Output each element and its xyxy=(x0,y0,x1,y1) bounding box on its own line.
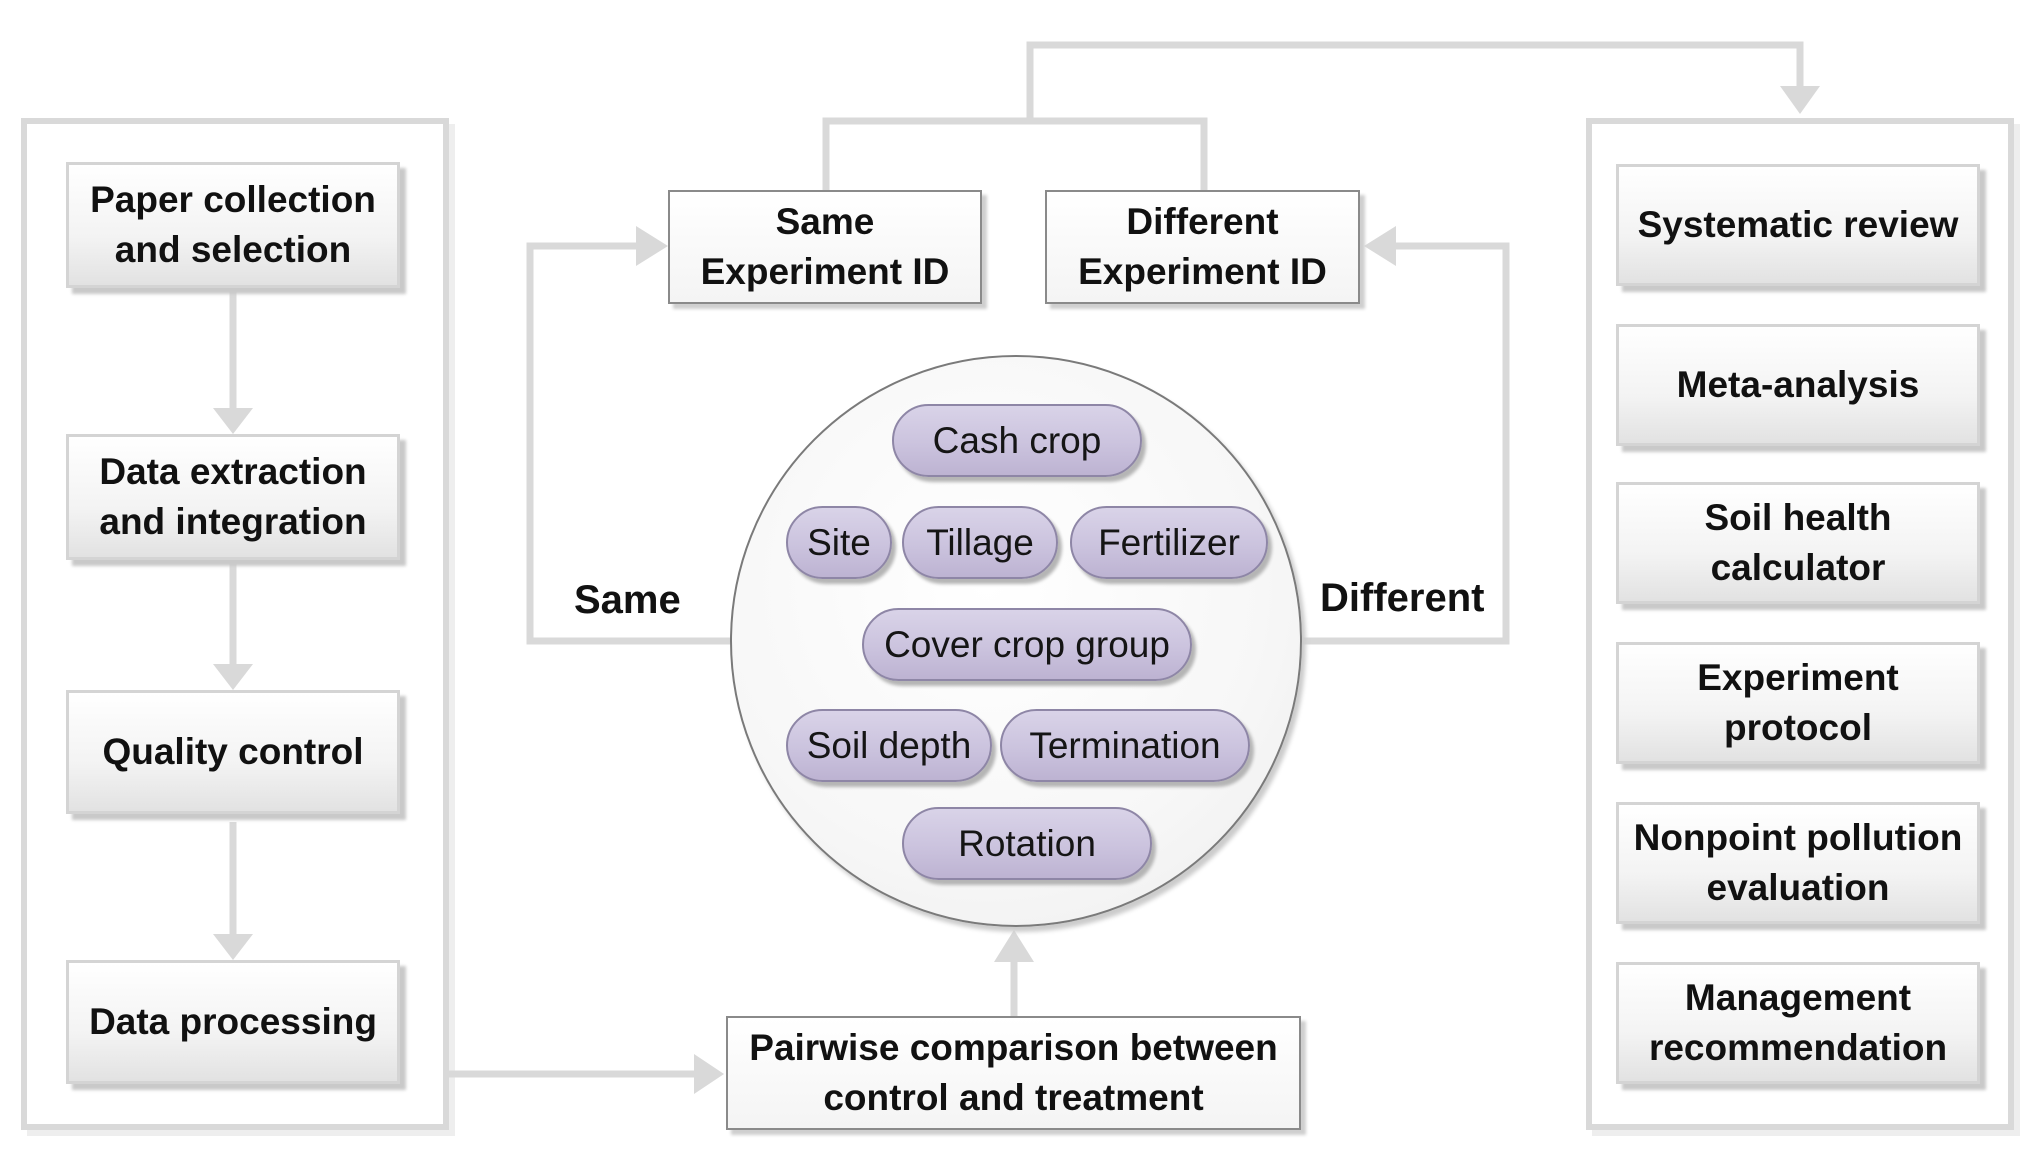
factor-cash-crop: Cash crop xyxy=(892,404,1142,477)
applications-panel xyxy=(1586,118,2014,1130)
arrowhead-icon xyxy=(213,934,253,960)
factor-site: Site xyxy=(786,506,892,579)
arrowhead-icon xyxy=(694,1054,724,1094)
step-data-extraction: Data extraction and integration xyxy=(66,434,400,560)
app-meta-analysis: Meta-analysis xyxy=(1616,324,1980,446)
step-quality-control: Quality control xyxy=(66,690,400,814)
factor-termination: Termination xyxy=(1000,709,1250,782)
factor-cover-crop-group: Cover crop group xyxy=(862,608,1192,681)
pairwise-comparison-box: Pairwise comparison between control and … xyxy=(726,1016,1301,1130)
different-label: Different xyxy=(1320,576,1485,620)
arrowhead-icon xyxy=(213,408,253,434)
factor-rotation: Rotation xyxy=(902,807,1152,880)
arrowhead-icon xyxy=(994,930,1034,962)
arrowhead-icon xyxy=(213,664,253,690)
app-experiment-protocol: Experiment protocol xyxy=(1616,642,1980,764)
app-soil-health-calculator: Soil health calculator xyxy=(1616,482,1980,604)
arrowhead-icon xyxy=(1364,226,1396,266)
app-nonpoint-pollution: Nonpoint pollution evaluation xyxy=(1616,802,1980,924)
arrowhead-icon xyxy=(1780,86,1820,114)
step-paper-collection: Paper collection and selection xyxy=(66,162,400,288)
arrowhead-icon xyxy=(636,226,668,266)
same-experiment-id-box: Same Experiment ID xyxy=(668,190,982,304)
factor-fertilizer: Fertilizer xyxy=(1070,506,1268,579)
factor-tillage: Tillage xyxy=(902,506,1058,579)
factor-soil-depth: Soil depth xyxy=(786,709,992,782)
same-label: Same xyxy=(574,578,681,622)
app-systematic-review: Systematic review xyxy=(1616,164,1980,286)
different-experiment-id-box: Different Experiment ID xyxy=(1045,190,1360,304)
app-management-recommendation: Management recommendation xyxy=(1616,962,1980,1084)
step-data-processing: Data processing xyxy=(66,960,400,1084)
